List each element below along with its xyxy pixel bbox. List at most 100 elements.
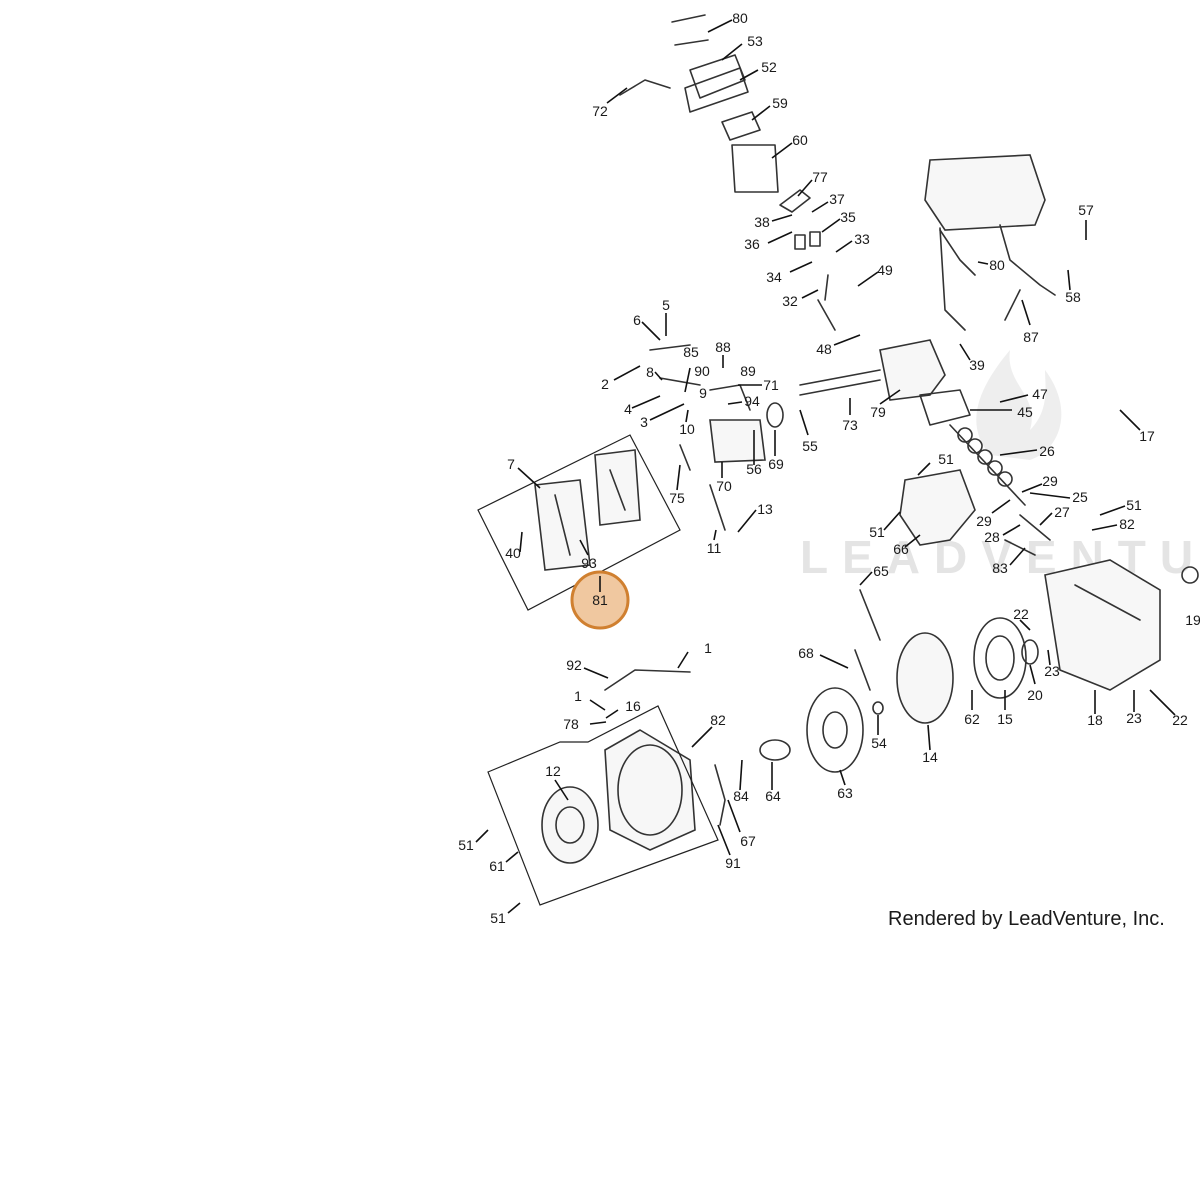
callout-82-a: 82 xyxy=(1119,516,1135,532)
callout-88: 88 xyxy=(715,339,731,355)
callout-54: 54 xyxy=(871,735,887,751)
callout-labels: 80 53 52 72 59 60 77 37 38 35 36 33 34 4… xyxy=(458,10,1200,926)
shroud-group xyxy=(899,469,1051,556)
flame-watermark-icon xyxy=(976,350,1062,460)
callout-14: 14 xyxy=(922,749,938,765)
callout-45: 45 xyxy=(1017,404,1033,420)
callout-85: 85 xyxy=(683,344,699,360)
callout-72: 72 xyxy=(592,103,608,119)
credit-text: Rendered by LeadVenture, Inc. xyxy=(888,908,1165,930)
callout-3: 3 xyxy=(640,414,648,430)
callout-55: 55 xyxy=(802,438,818,454)
callout-25: 25 xyxy=(1072,489,1088,505)
callout-13: 13 xyxy=(757,501,773,517)
callout-83: 83 xyxy=(992,560,1008,576)
callout-58: 58 xyxy=(1065,289,1081,305)
callout-71: 71 xyxy=(763,377,779,393)
callout-75: 75 xyxy=(669,490,685,506)
recoil-starter-group xyxy=(487,669,726,906)
callout-4: 4 xyxy=(624,401,632,417)
callout-66: 66 xyxy=(893,541,909,557)
callout-77: 77 xyxy=(812,169,828,185)
callout-78: 78 xyxy=(563,716,579,732)
callout-57: 57 xyxy=(1078,202,1094,218)
callout-70: 70 xyxy=(716,478,732,494)
callout-32: 32 xyxy=(782,293,798,309)
callout-63: 63 xyxy=(837,785,853,801)
callout-73: 73 xyxy=(842,417,858,433)
callout-67: 67 xyxy=(740,833,756,849)
cylinder-head-group xyxy=(799,339,1026,506)
callout-65: 65 xyxy=(873,563,889,579)
callout-9: 9 xyxy=(699,385,707,401)
callout-29-a: 29 xyxy=(1042,473,1058,489)
callout-15: 15 xyxy=(997,711,1013,727)
callout-lead-lines xyxy=(475,19,1176,914)
callout-52: 52 xyxy=(761,59,777,75)
callout-68: 68 xyxy=(798,645,814,661)
callout-62: 62 xyxy=(964,711,980,727)
callout-20: 20 xyxy=(1027,687,1043,703)
callout-29-b: 29 xyxy=(976,513,992,529)
callout-51-d: 51 xyxy=(458,837,474,853)
callout-7: 7 xyxy=(507,456,515,472)
callout-38: 38 xyxy=(754,214,770,230)
callout-64: 64 xyxy=(765,788,781,804)
callout-37: 37 xyxy=(829,191,845,207)
callout-47: 47 xyxy=(1032,386,1048,402)
callout-35: 35 xyxy=(840,209,856,225)
callout-61: 61 xyxy=(489,858,505,874)
callout-90: 90 xyxy=(694,363,710,379)
callout-93: 93 xyxy=(581,555,597,571)
callout-51-e: 51 xyxy=(490,910,506,926)
callout-87: 87 xyxy=(1023,329,1039,345)
callout-34: 34 xyxy=(766,269,782,285)
callout-18: 18 xyxy=(1087,712,1103,728)
callout-1-b: 1 xyxy=(574,688,582,704)
callout-8: 8 xyxy=(646,364,654,380)
callout-6: 6 xyxy=(633,312,641,328)
valve-cover-group xyxy=(619,14,836,331)
callout-16: 16 xyxy=(625,698,641,714)
callout-10: 10 xyxy=(679,421,695,437)
crankcase-group xyxy=(1044,559,1199,691)
callout-84: 84 xyxy=(733,788,749,804)
callout-89: 89 xyxy=(740,363,756,379)
callout-2: 2 xyxy=(601,376,609,392)
callout-28: 28 xyxy=(984,529,1000,545)
callout-60: 60 xyxy=(792,132,808,148)
callout-94: 94 xyxy=(744,393,760,409)
callout-1-a: 1 xyxy=(704,640,712,656)
callout-51-a: 51 xyxy=(938,451,954,467)
callout-23-b: 23 xyxy=(1126,710,1142,726)
callout-53: 53 xyxy=(747,33,763,49)
callout-69: 69 xyxy=(768,456,784,472)
callout-11: 11 xyxy=(707,540,722,556)
callout-22-a: 22 xyxy=(1013,606,1029,622)
highlighted-callout-81[interactable]: 81 xyxy=(570,570,630,630)
callout-80: 80 xyxy=(732,10,748,26)
callout-51-b: 51 xyxy=(1126,497,1142,513)
callout-80b: 80 xyxy=(989,257,1005,273)
callout-81-label: 81 xyxy=(592,592,608,608)
muffler-group xyxy=(924,154,1056,331)
callout-36: 36 xyxy=(744,236,760,252)
callout-59: 59 xyxy=(772,95,788,111)
callout-23-a: 23 xyxy=(1044,663,1060,679)
callout-91: 91 xyxy=(725,855,741,871)
callout-22-b: 22 xyxy=(1172,712,1188,728)
callout-92: 92 xyxy=(566,657,582,673)
callout-19: 19 xyxy=(1185,612,1200,628)
callout-56: 56 xyxy=(746,461,762,477)
air-filter-group xyxy=(477,434,681,611)
callout-27: 27 xyxy=(1054,504,1070,520)
alternator-group xyxy=(759,589,1039,773)
callout-51-c: 51 xyxy=(869,524,885,540)
callout-79: 79 xyxy=(870,404,886,420)
callout-82-b: 82 xyxy=(710,712,726,728)
callout-48: 48 xyxy=(816,341,832,357)
callout-39: 39 xyxy=(969,357,985,373)
callout-17: 17 xyxy=(1139,428,1155,444)
callout-49: 49 xyxy=(877,262,893,278)
